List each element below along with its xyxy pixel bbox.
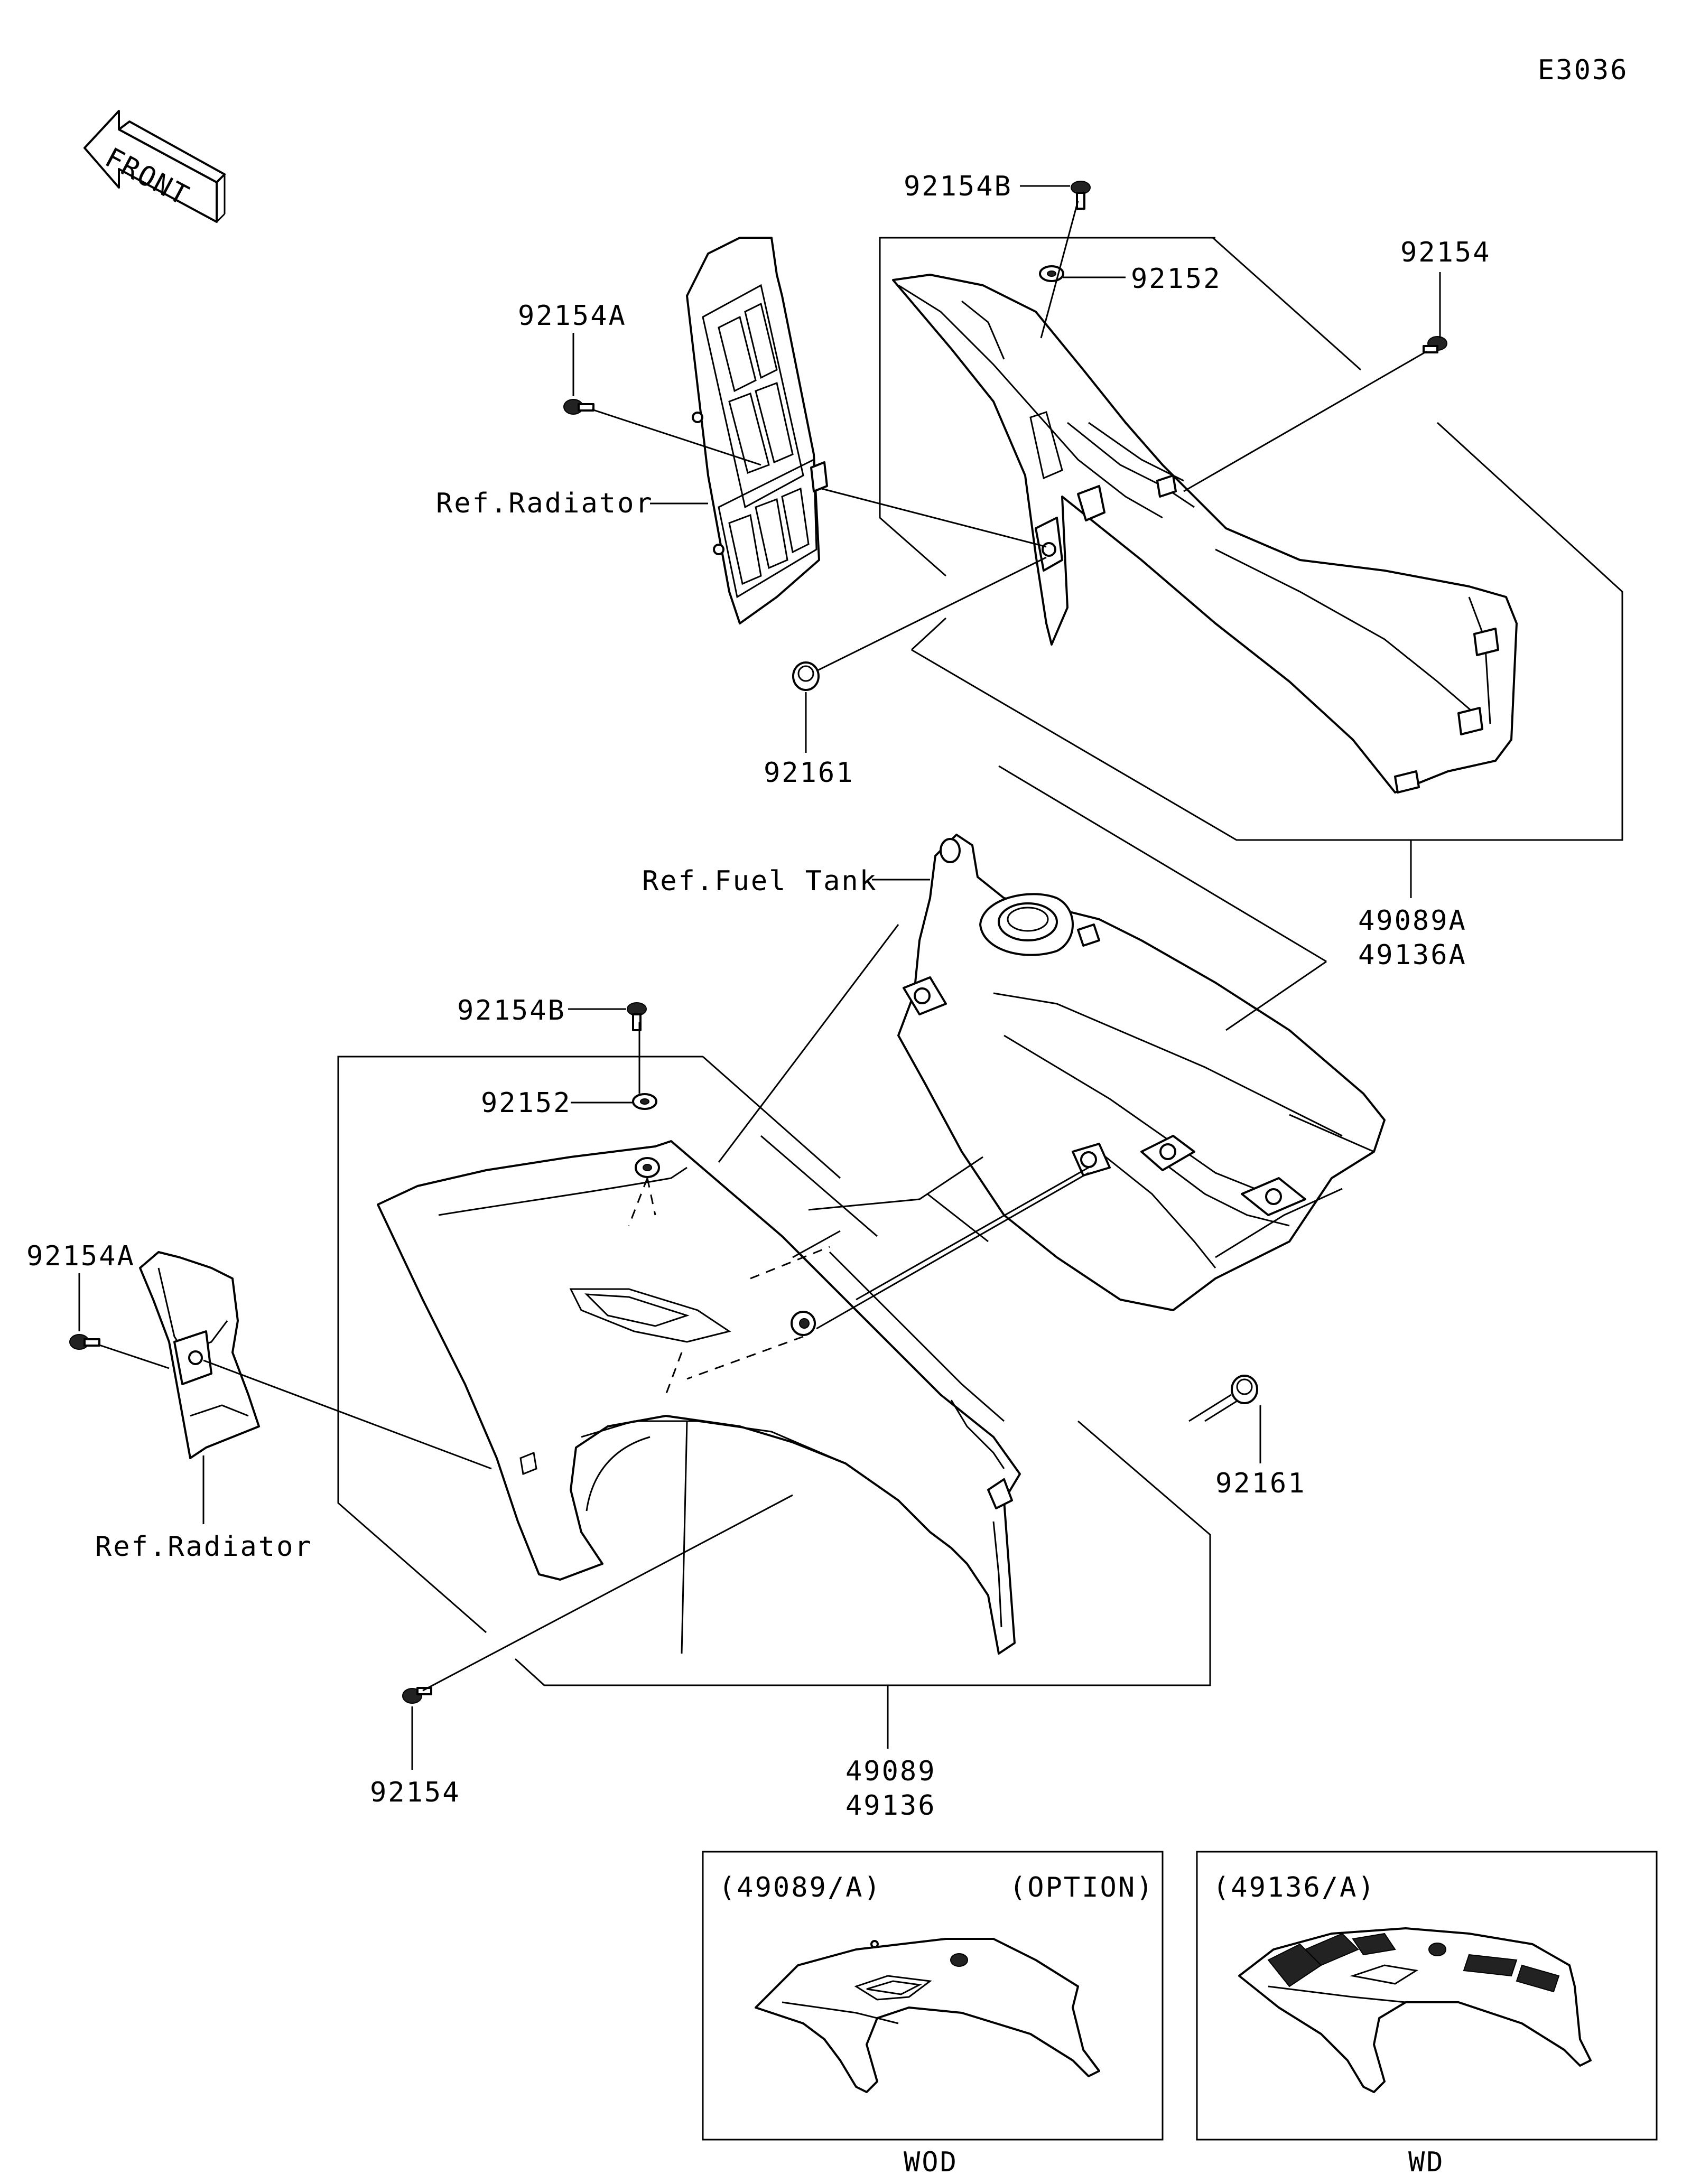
- label-ref-radiator-lower: Ref.Radiator: [95, 1531, 313, 1563]
- label-92154B-lower: 92154B: [457, 995, 566, 1026]
- label-49136A-upper: 49136A: [1358, 939, 1467, 971]
- label-92161-upper: 92161: [764, 757, 854, 789]
- label-92154-lower: 92154: [370, 1777, 461, 1808]
- bolt-92154-upper: [1423, 336, 1447, 353]
- label-92154B-upper: 92154B: [904, 171, 1012, 202]
- label-92161-lower: 92161: [1215, 1468, 1306, 1499]
- variant-box-wd: (49136/A) WD: [1196, 1851, 1658, 2178]
- front-arrow-icon: FRONT: [83, 110, 226, 223]
- label-92152-upper: 92152: [1131, 263, 1222, 295]
- label-ref-radiator-upper: Ref.Radiator: [436, 488, 654, 519]
- radiator-shroud-lower: [377, 1140, 1021, 1655]
- label-ref-fuel-tank: Ref.Fuel Tank: [642, 865, 878, 897]
- radiator-cover-lower: [139, 1251, 260, 1459]
- variant-caption: WOD: [904, 2146, 958, 2178]
- variant-note: (OPTION): [1009, 1872, 1154, 1903]
- washer-92152-lower: [632, 1093, 657, 1110]
- bolt-92154-lower: [402, 1687, 432, 1704]
- washer-92152-upper: [1039, 265, 1064, 282]
- variant-box-wod: (49089/A) (OPTION) WOD: [702, 1851, 1164, 2178]
- lower-group-frame: [337, 1056, 703, 1634]
- radiator-shroud-upper: [892, 274, 1518, 794]
- label-49089A-upper: 49089A: [1358, 905, 1467, 937]
- fuel-tank: [897, 834, 1386, 1311]
- grommet-92161-lower: [1231, 1375, 1258, 1404]
- diagram-code: E3036: [1538, 54, 1629, 86]
- bolt-92154B-lower: [627, 1002, 647, 1031]
- bolt-92154B-upper: [1071, 181, 1091, 210]
- label-92154A-lower: 92154A: [26, 1240, 135, 1272]
- variant-caption: WD: [1408, 2146, 1445, 2178]
- variant-code: (49089/A): [719, 1872, 882, 1903]
- label-92154A-upper: 92154A: [518, 300, 627, 332]
- label-49136-lower: 49136: [846, 1790, 936, 1822]
- upper-group-frame: [879, 237, 1057, 577]
- bolt-92154A-upper: [563, 399, 594, 415]
- label-92154-upper: 92154: [1400, 237, 1491, 268]
- variant-code: (49136/A): [1213, 1872, 1376, 1903]
- bolt-92154A-lower: [69, 1334, 100, 1350]
- label-49089-lower: 49089: [846, 1756, 936, 1787]
- label-92152-lower: 92152: [481, 1087, 572, 1119]
- radiator-grille-upper: [686, 237, 828, 624]
- grommet-92161-upper: [792, 661, 820, 691]
